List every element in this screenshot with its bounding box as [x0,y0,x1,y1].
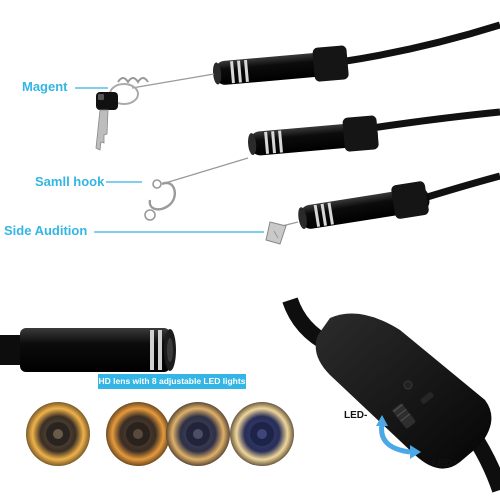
probe-magnet [95,21,500,151]
callout-magnet: Magent [22,79,68,94]
rotate-arrow-icon [376,415,421,459]
mirror-attachment [265,221,287,245]
hook-attachment [144,179,176,221]
led-plus-label: LED+ [432,458,458,469]
power-indicator-icon [403,380,413,390]
callout-side-audition: Side Audition [4,223,88,238]
lens-banner: HD lens with 8 adjustable LED lights [98,374,246,389]
control-box [282,297,500,493]
lens-views [26,402,294,466]
probe-hook [144,108,500,221]
magnet-attachment [95,77,149,151]
probe-side [265,172,500,245]
led-dimmer-wheel[interactable] [392,403,416,429]
callout-hook: Samll hook [35,174,105,189]
capture-button[interactable] [420,391,435,404]
lens-view-4 [230,402,294,466]
lens-view-1 [26,402,90,466]
lens-view-2 [106,402,170,466]
lens-view-3 [166,402,230,466]
led-minus-label: LED- [344,410,368,421]
camera-head [0,328,176,372]
